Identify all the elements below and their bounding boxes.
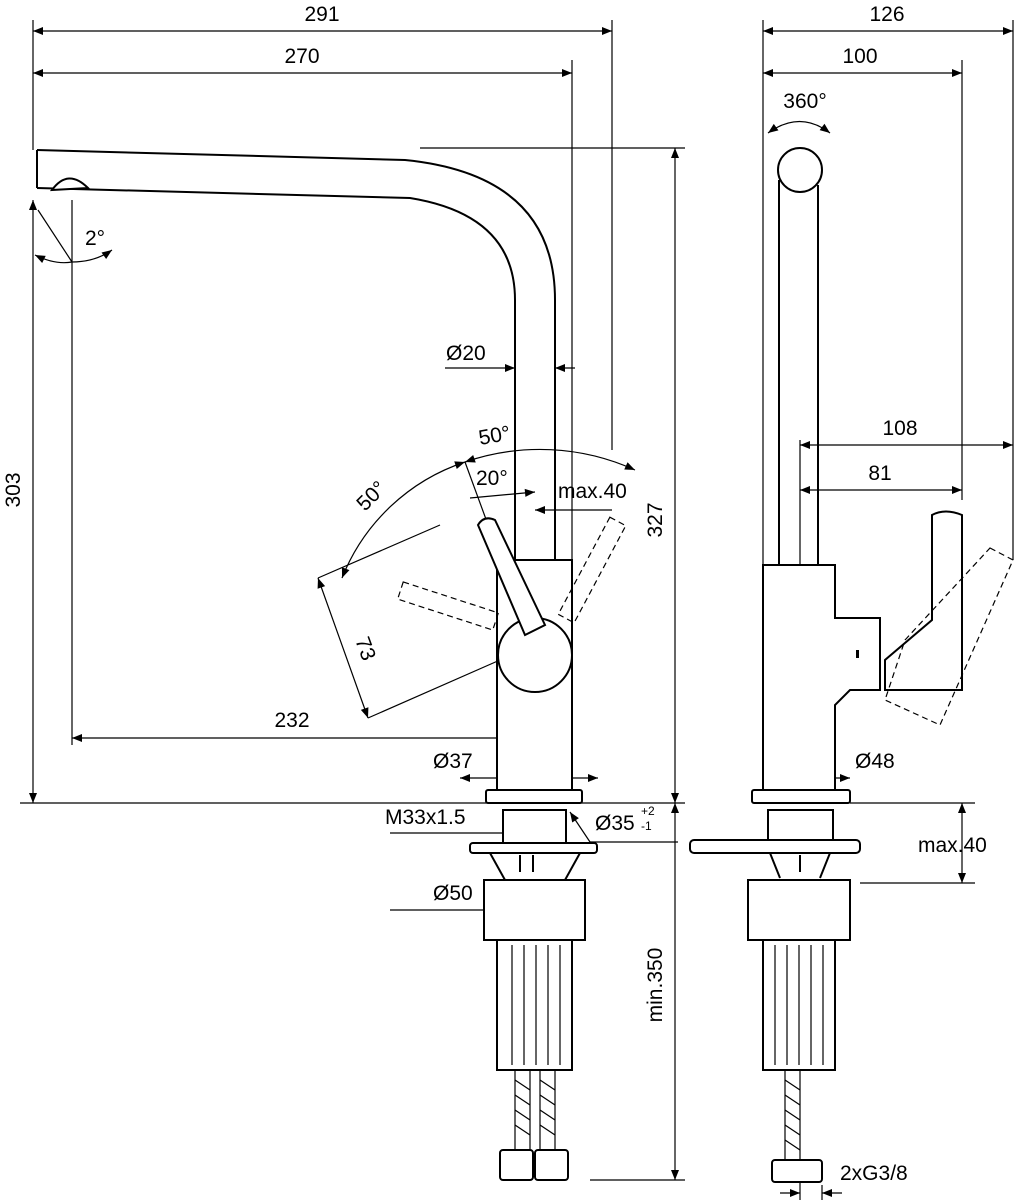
dim-lever-max: max.40 [558, 480, 627, 503]
dim-lever-reach: 108 [882, 417, 917, 440]
dim-lever-body: 81 [868, 462, 891, 485]
dim-spout-angle: 2° [85, 227, 105, 250]
dim-hole-diameter: Ø35 [595, 812, 635, 835]
dim-min-clearance: min.350 [644, 948, 667, 1023]
dim-lever-length: 73 [350, 634, 380, 664]
dim-connections: 2xG3/8 [840, 1162, 908, 1185]
side-column [778, 180, 819, 565]
dim-lever-angle-outer: 50° [477, 422, 512, 450]
dim-deck-max: max.40 [918, 834, 987, 857]
spout [36, 149, 556, 560]
spout-end [777, 147, 823, 193]
dimension-lines [29, 27, 679, 1180]
side-lever-alt-position [884, 547, 1014, 726]
extension-lines [20, 20, 685, 1181]
dim-overall-depth: 126 [869, 3, 904, 26]
dim-body-diameter: Ø37 [433, 750, 473, 773]
dim-thread: M33x1.5 [385, 806, 466, 829]
dim-spout-offset: 100 [842, 45, 877, 68]
dim-hole-tol-minus: -1 [641, 819, 652, 833]
mounting-assembly-front [469, 789, 598, 1181]
side-lever [884, 510, 963, 691]
dim-base-diameter: Ø48 [855, 750, 895, 773]
dim-hole-tol-plus: +2 [641, 804, 655, 818]
dim-spout-reach: 270 [284, 45, 319, 68]
lever [476, 517, 573, 693]
dim-nut-diameter: Ø50 [433, 882, 473, 905]
dim-rotation: 360° [783, 90, 826, 113]
front-view: 291 270 2° Ø20 50° 50° 20° max.40 73 232… [2, 3, 685, 1181]
dim-outlet-to-axis: 232 [274, 709, 309, 732]
mounting-assembly-side [689, 789, 861, 1183]
aerator [49, 177, 91, 192]
lever-alt-positions [396, 516, 627, 631]
dim-lever-angle-inner: 20° [476, 467, 508, 490]
dim-spout-diameter: Ø20 [446, 342, 486, 365]
dim-overall-width: 291 [304, 3, 339, 26]
side-view: 126 100 360° 108 81 Ø48 max.40 2xG3/8 [689, 3, 1014, 1200]
side-extension-lines [762, 20, 1014, 1200]
indicator-mark [856, 650, 859, 658]
dim-lever-angle-left: 50° [352, 477, 391, 516]
dim-overall-height: 327 [644, 502, 667, 537]
dim-spout-height: 303 [2, 472, 25, 507]
